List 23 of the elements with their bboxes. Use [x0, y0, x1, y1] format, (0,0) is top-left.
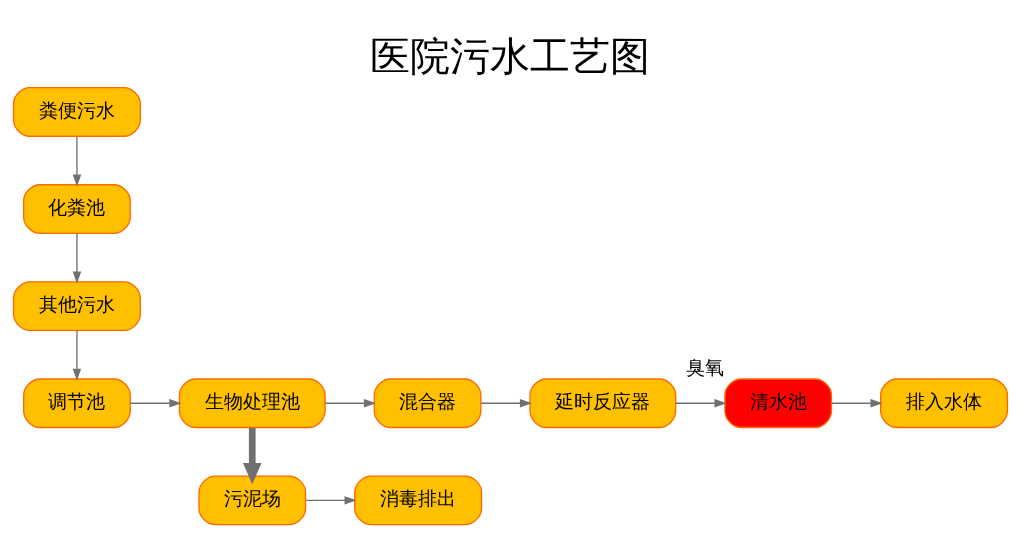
node-box: 粪便污水	[12, 87, 141, 137]
arrow	[305, 496, 357, 505]
node-box: 其他污水	[12, 281, 141, 332]
node-box: 延时反应器	[529, 378, 677, 429]
arrow	[480, 398, 533, 408]
arrow	[72, 135, 82, 187]
node-label: 臭氧	[686, 355, 725, 378]
arrow	[675, 398, 727, 408]
node-box: 化粪池	[23, 184, 131, 234]
node-box: 生物处理池	[178, 378, 326, 429]
arrow	[129, 398, 182, 408]
arrow	[72, 233, 82, 284]
arrow	[324, 398, 377, 408]
node-box: 混合器	[373, 378, 482, 429]
arrow	[242, 427, 262, 485]
node-box: 排入水体	[880, 378, 1009, 429]
node-box: 清水池	[724, 378, 833, 429]
diagram-title: 医院污水工艺图	[370, 32, 651, 81]
node-box: 调节池	[23, 378, 131, 429]
arrow	[72, 330, 82, 381]
node-box: 污泥场	[198, 475, 307, 526]
arrow	[831, 398, 883, 408]
node-box: 消毒排出	[354, 475, 483, 526]
